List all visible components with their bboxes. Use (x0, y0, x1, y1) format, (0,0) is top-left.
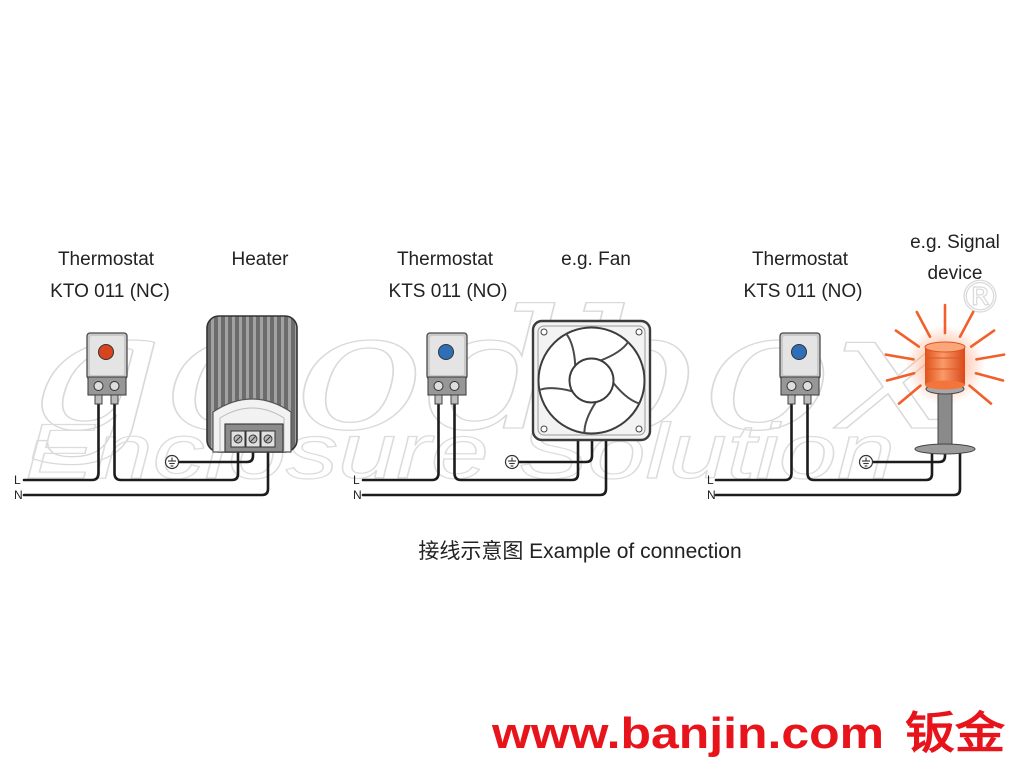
signal-ray (884, 353, 915, 361)
fan-blade (600, 340, 630, 362)
signal-ray (894, 329, 921, 348)
thermostat-dial (98, 344, 114, 360)
heater-label: Heater (231, 249, 289, 270)
wire-earth-3 (871, 450, 947, 464)
ground-icon (858, 454, 874, 470)
thermostat-dial (438, 344, 454, 360)
group-heater: Thermostat KTO 011 (NC) Heater L N (14, 249, 298, 502)
fan-hub (568, 357, 615, 404)
footer-cn: 钣金 (905, 709, 1006, 758)
wire-label-neutral-1: N (14, 488, 23, 502)
wire-live-2 (361, 402, 440, 482)
thermostat-icon (86, 332, 128, 405)
ground-icon (504, 454, 520, 470)
footer-url: www.banjin.com (491, 709, 884, 758)
signal-ray (969, 329, 996, 348)
signal-ray (897, 384, 922, 405)
thermostat-label-1: Thermostat (58, 249, 155, 270)
ground-icon (164, 454, 180, 470)
signal-device-label-line1: e.g. Signal (910, 232, 1000, 253)
thermostat-label-2: Thermostat (397, 249, 494, 270)
wire-label-live-2: L (353, 473, 360, 487)
thermostat-icon (426, 332, 468, 405)
group-fan: Thermostat KTS 011 (NO) e.g. Fan L N (353, 249, 652, 502)
wire-switched-1 (113, 402, 240, 482)
fan-label: e.g. Fan (561, 249, 631, 270)
fan-blade (612, 382, 641, 405)
thermostat-dial (791, 344, 807, 360)
wire-label-live-3: L (707, 473, 714, 487)
diagram-caption: 接线示意图 Example of connection (418, 540, 741, 563)
wire-label-neutral-3: N (707, 488, 716, 502)
signal-ray (975, 353, 1006, 361)
footer: www.banjin.com 钣金 (491, 709, 1006, 758)
thermostat-model-3: KTS 011 (NO) (744, 281, 863, 302)
wire-earth-1 (177, 450, 255, 464)
wire-neutral-1 (22, 450, 270, 497)
wire-label-live-1: L (14, 473, 21, 487)
signal-device-label-line2: device (928, 263, 983, 284)
signal-ray (958, 310, 975, 339)
heater-icon (206, 315, 298, 453)
wire-live-1 (22, 402, 100, 482)
thermostat-model-1: KTO 011 (NC) (50, 281, 170, 302)
fan-blade (565, 332, 577, 366)
signal-ray (885, 371, 916, 382)
fan-icon (531, 319, 652, 442)
signal-light-icon (884, 303, 1006, 455)
wire-earth-2 (517, 438, 594, 464)
wire-label-neutral-2: N (353, 488, 362, 502)
signal-rays (884, 303, 1006, 405)
fan-blade (583, 401, 597, 434)
signal-ray (915, 310, 932, 339)
thermostat-icon (779, 332, 821, 405)
thermostat-model-2: KTS 011 (NO) (389, 281, 508, 302)
group-signal-device: Thermostat KTS 011 (NO) e.g. Signal devi… (707, 232, 1006, 502)
wire-neutral-3 (714, 450, 962, 497)
wire-live-3 (714, 402, 793, 482)
thermostat-label-3: Thermostat (752, 249, 849, 270)
signal-ray (974, 371, 1005, 382)
watermark-registered-mark: ® (958, 272, 1002, 323)
wire-switched-3 (806, 402, 934, 482)
wire-switched-2 (453, 402, 580, 482)
wire-neutral-2 (361, 438, 608, 497)
watermark-tagline: Enclosure Solution (25, 407, 895, 495)
fan-blade (538, 387, 573, 393)
signal-ray (968, 384, 993, 405)
